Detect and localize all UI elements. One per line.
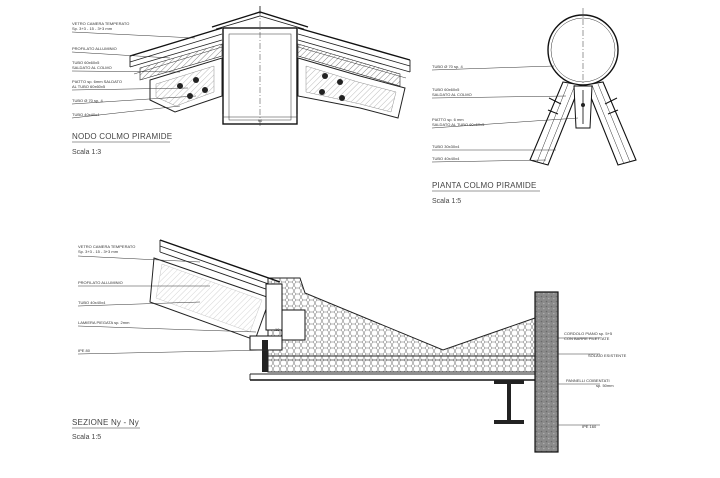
section-label-cordolo: CORDOLO PIANO sp. 5+5 <box>564 331 613 336</box>
section-label-panels-thickness: sp. 50mm <box>596 383 614 388</box>
plan-label-tube-40: TUBO 40x40x4 <box>432 156 460 161</box>
node-label-profile: PROFILATO ALLUMINIO <box>72 46 117 51</box>
plan-label-tube-60: TUBO 60x60x5 <box>432 87 460 92</box>
section-ipe-beam <box>494 380 524 424</box>
node-label-tube-70: TUBO Ø 70 sp. 4 <box>72 98 103 103</box>
plan-label-tube-70: TUBO Ø 70 sp. 4 <box>432 64 463 69</box>
node-detail-drawing: 90 VETRO CAMERA TEMPERATO Sp. 3+3 - 15 -… <box>71 6 411 156</box>
section-existing-wall <box>534 291 559 453</box>
section-label-panels: PANNELLI COIBENTATI <box>566 378 610 383</box>
section-label-cordolo-bars: CON BARRE FILETTATE <box>564 336 610 341</box>
section-label-ipe160: IPE 160 <box>582 424 597 429</box>
section-detail-drawing: 18 VETRO CAMERA TEMPERATO Sp. 3+3 - 15 -… <box>72 239 627 453</box>
section-label-slab: SOLAIO ESISTENTE <box>588 353 627 358</box>
section-label-glass-spec: Sp. 3+3 - 15 - 3+3 mm <box>78 249 119 254</box>
node-scale: Scala 1:3 <box>72 149 101 156</box>
plan-detail-drawing: TUBO Ø 70 sp. 4 TUBO 60x60x5 SALDATO AL … <box>431 8 637 205</box>
plan-label-plate-welded: SALDATO AL TUBO 60x60x5 <box>432 122 485 127</box>
node-label-tube-60: TUBO 60x60x5 <box>72 60 100 65</box>
section-label-glass: VETRO CAMERA TEMPERATO <box>78 244 135 249</box>
node-label-welded: SALDATO AL COLMO <box>72 65 112 70</box>
node-right-glazing <box>297 27 411 119</box>
plan-label-welded: SALDATO AL COLMO <box>432 92 472 97</box>
node-label-plate: PIATTO sp. 6mm SALDATO <box>72 79 122 84</box>
section-title: SEZIONE Ny - Ny <box>72 418 139 427</box>
section-label-profile: PROFILATO ALLUMINIO <box>78 280 123 285</box>
section-label-sheet: LAMIERA PIEGATA sp. 2mm <box>78 320 130 325</box>
node-label-tube-40: TUBO 40x40x4 <box>72 112 100 117</box>
node-label-glass: VETRO CAMERA TEMPERATO <box>72 21 129 26</box>
section-label-ipe80: IPE 80 <box>78 348 91 353</box>
section-scale: Scala 1:5 <box>72 434 101 441</box>
section-insulation <box>267 277 536 373</box>
section-glazing <box>149 239 306 372</box>
plan-title: PIANTA COLMO PIRAMIDE <box>432 181 537 190</box>
plan-label-plate: PIATTO sp. 6 mm <box>432 117 464 122</box>
node-title: NODO COLMO PIRAMIDE <box>72 132 172 141</box>
plan-scale: Scala 1:5 <box>432 198 461 205</box>
node-label-glass-spec: Sp. 3+3 - 15 - 3+3 mm <box>72 26 113 31</box>
plan-label-tube-30: TUBO 30x30x4 <box>432 144 460 149</box>
node-left-glazing <box>129 27 223 113</box>
node-label-plate-tube: AL TUBO 60x60x5 <box>72 84 106 89</box>
node-dimension: 90 <box>258 118 263 123</box>
section-dimension: 18 <box>275 327 280 332</box>
section-label-tube: TUBO 40x40x4 <box>78 300 106 305</box>
